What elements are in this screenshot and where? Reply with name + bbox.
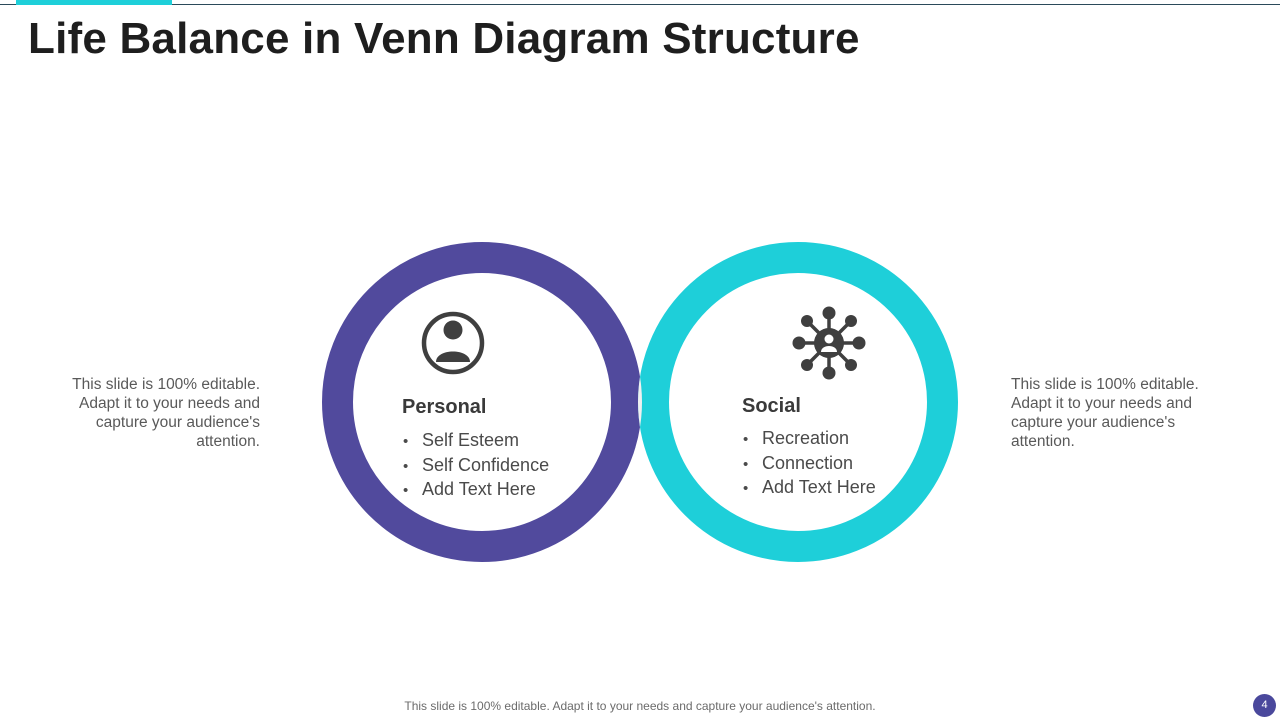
list-item: Self Confidence xyxy=(403,454,549,479)
left-note: This slide is 100% editable. Adapt it to… xyxy=(72,376,260,450)
personal-title: Personal xyxy=(402,396,487,418)
network-icon xyxy=(792,306,866,380)
page-number-badge: 4 xyxy=(1253,694,1276,717)
personal-list: Self Esteem Self Confidence Add Text Her… xyxy=(403,429,549,503)
user-icon xyxy=(421,311,485,375)
footer-note: This slide is 100% editable. Adapt it to… xyxy=(404,699,876,713)
top-accent-bar xyxy=(16,0,172,5)
list-item: Add Text Here xyxy=(403,478,549,503)
top-rule xyxy=(0,4,1280,5)
list-item: Recreation xyxy=(743,427,876,452)
social-title: Social xyxy=(742,395,801,417)
right-note: This slide is 100% editable. Adapt it to… xyxy=(1011,376,1199,450)
personal-ring xyxy=(322,242,642,562)
list-item: Connection xyxy=(743,452,876,477)
page-title: Life Balance in Venn Diagram Structure xyxy=(28,14,860,63)
list-item: Self Esteem xyxy=(403,429,549,454)
social-ring xyxy=(638,242,958,562)
social-list: Recreation Connection Add Text Here xyxy=(743,427,876,501)
list-item: Add Text Here xyxy=(743,476,876,501)
